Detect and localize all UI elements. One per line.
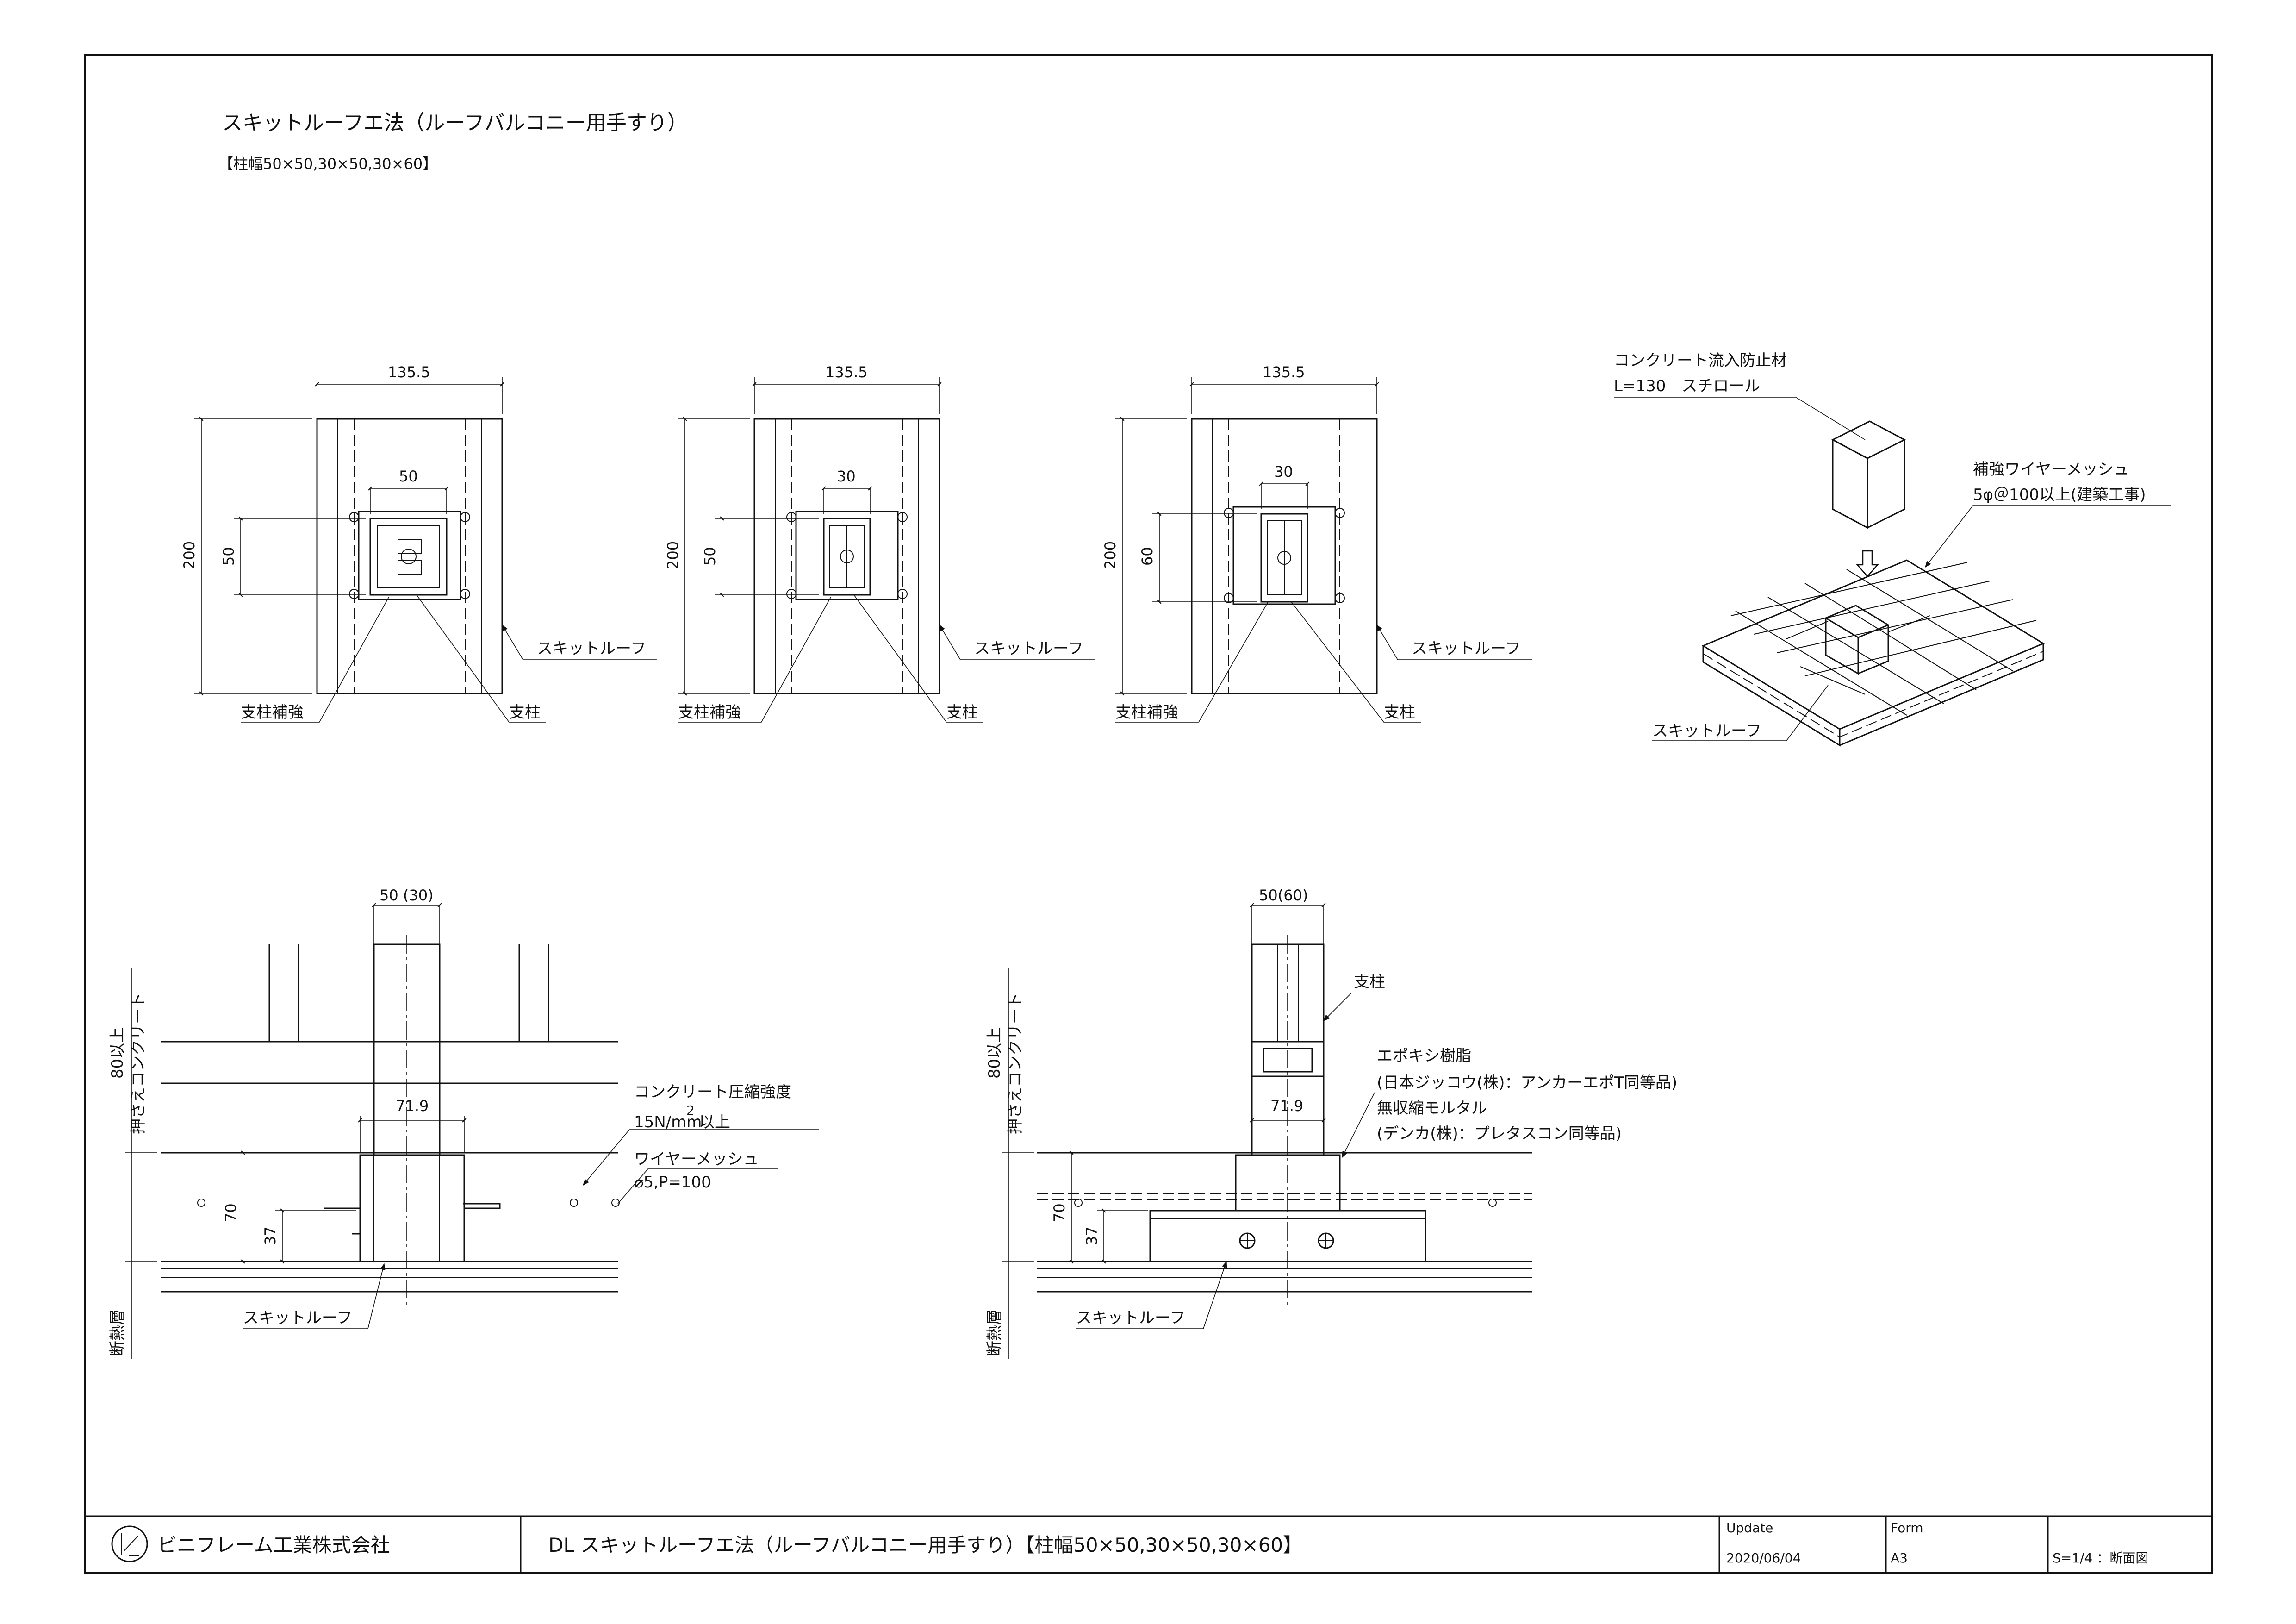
dim-height: 200 xyxy=(180,541,198,569)
dim-width: 135.5 xyxy=(1263,363,1305,381)
form-value: A3 xyxy=(1891,1550,1908,1566)
drawing-subtitle: 【柱幅50×50,30×50,30×60】 xyxy=(218,155,437,173)
label-epoxy-spec: (日本ジッコウ(株)：アンカーエポT同等品) xyxy=(1377,1074,1677,1092)
label-post-reinforcement: 支柱補強 xyxy=(678,703,741,722)
dim-width: 135.5 xyxy=(388,363,430,381)
update-date: 2020/06/04 xyxy=(1726,1550,1801,1566)
title-block: ビニフレーム工業株式会社 DL スキットルーフエ法（ルーフバルコニー用手すり）【… xyxy=(85,1515,2212,1573)
dim-post-w: 30 xyxy=(1274,463,1293,481)
sheet-border xyxy=(84,54,2213,1574)
scale-label: S=1/4 ：断面図 xyxy=(2053,1550,2148,1566)
label-post: 支柱 xyxy=(509,703,541,722)
dim-post-w: 50 xyxy=(399,468,418,485)
dim-post-h: 50 xyxy=(220,547,237,566)
label-skit-roof: スキットルーフ xyxy=(1412,639,1521,658)
dim-post-width: 50(60) xyxy=(1259,887,1308,904)
dim-post-h: 50 xyxy=(701,547,719,566)
dim-37: 37 xyxy=(261,1226,279,1245)
company-logo-mark xyxy=(121,1533,139,1556)
label-topping-concrete: 押さえコンクリート xyxy=(129,993,148,1134)
label-mesh-spec: 5φ＠100以上(建築工事) xyxy=(1973,486,2146,504)
label-or-more: 以上 xyxy=(699,1113,730,1131)
form-label: Form xyxy=(1891,1520,1923,1536)
label-reinforcing-mesh: 補強ワイヤーメッシュ xyxy=(1973,460,2129,479)
dim-width: 135.5 xyxy=(825,363,868,381)
dim-height: 200 xyxy=(1101,541,1119,569)
dim-socket-width: 71.9 xyxy=(1270,1097,1303,1115)
label-skit-roof: スキットルーフ xyxy=(1076,1309,1185,1327)
dim-post-w: 30 xyxy=(837,468,856,485)
label-wire-mesh: ワイヤーメッシュ xyxy=(634,1150,759,1168)
label-insulation: 断熱層 xyxy=(108,1309,127,1356)
label-post: 支柱 xyxy=(1384,703,1415,722)
dim-70: 70 xyxy=(222,1203,240,1222)
dim-height: 200 xyxy=(664,541,682,569)
label-skit-roof: スキットルーフ xyxy=(537,639,646,658)
down-arrow-icon xyxy=(1856,550,1879,577)
company-logo-icon xyxy=(111,1525,148,1562)
update-label: Update xyxy=(1726,1520,1773,1536)
plan-view-1: 135.5 200 50 50 スキットルーフ 支柱補強 支柱 xyxy=(180,363,657,723)
label-post-reinforcement: 支柱補強 xyxy=(1115,703,1178,722)
label-concrete-stopper: コンクリート流入防止材 xyxy=(1614,351,1787,370)
dim-socket-width: 71.9 xyxy=(396,1097,429,1115)
label-skit-roof: スキットルーフ xyxy=(243,1309,352,1327)
label-post-reinforcement: 支柱補強 xyxy=(241,703,304,722)
section-left: 50 (30) 71.9 70 37 xyxy=(108,887,819,1359)
titleblock-drawing-title: DL スキットルーフエ法（ルーフバルコニー用手すり）【柱幅50×50,30×50… xyxy=(548,1534,1302,1556)
label-post: 支柱 xyxy=(946,703,978,722)
drawing-title: スキットルーフエ法（ルーフバルコニー用手すり） xyxy=(222,111,688,135)
label-epoxy-resin: エポキシ樹脂 xyxy=(1377,1047,1471,1065)
label-stopper-spec: L=130 スチロール xyxy=(1614,377,1760,395)
dim-37: 37 xyxy=(1083,1226,1101,1245)
label-insulation: 断熱層 xyxy=(985,1309,1004,1356)
label-80-min: 80以上 xyxy=(985,1027,1004,1079)
label-80-min: 80以上 xyxy=(108,1027,127,1079)
label-topping-concrete: 押さえコンクリート xyxy=(1006,993,1025,1134)
dim-post-h: 60 xyxy=(1139,547,1156,566)
bolt-icon xyxy=(1239,1232,1256,1249)
section-right: 50(60) 71.9 70 37 8 xyxy=(985,887,1677,1359)
dim-post-width: 50 (30) xyxy=(380,887,434,904)
bolt-icon xyxy=(1318,1232,1334,1249)
label-skit-roof: スキットルーフ xyxy=(1652,722,1761,740)
label-concrete-strength: コンクリート圧縮強度 xyxy=(634,1083,791,1101)
label-mortar-spec: (デンカ(株)：プレタスコン同等品) xyxy=(1377,1124,1622,1143)
label-non-shrink-mortar: 無収縮モルタル xyxy=(1377,1099,1487,1118)
label-post: 支柱 xyxy=(1354,973,1385,991)
label-concrete-strength-value: 15N/mm xyxy=(634,1113,702,1131)
company-name: ビニフレーム工業株式会社 xyxy=(157,1534,390,1556)
label-wire-mesh-spec: ⌀5,P=100 xyxy=(634,1173,711,1192)
label-skit-roof: スキットルーフ xyxy=(974,639,1083,658)
plan-view-2: 135.5 200 30 50 スキットルーフ 支柱補強 支柱 xyxy=(664,363,1095,723)
isometric-view: コンクリート流入防止材 L=130 スチロール 補強ワイヤーメッシュ 5φ＠10… xyxy=(1614,351,2171,747)
dim-70: 70 xyxy=(1051,1203,1068,1222)
plan-view-3: 135.5 200 30 60 スキットルーフ 支柱補強 支柱 xyxy=(1101,363,1532,723)
label-superscript: 2 xyxy=(686,1103,695,1118)
